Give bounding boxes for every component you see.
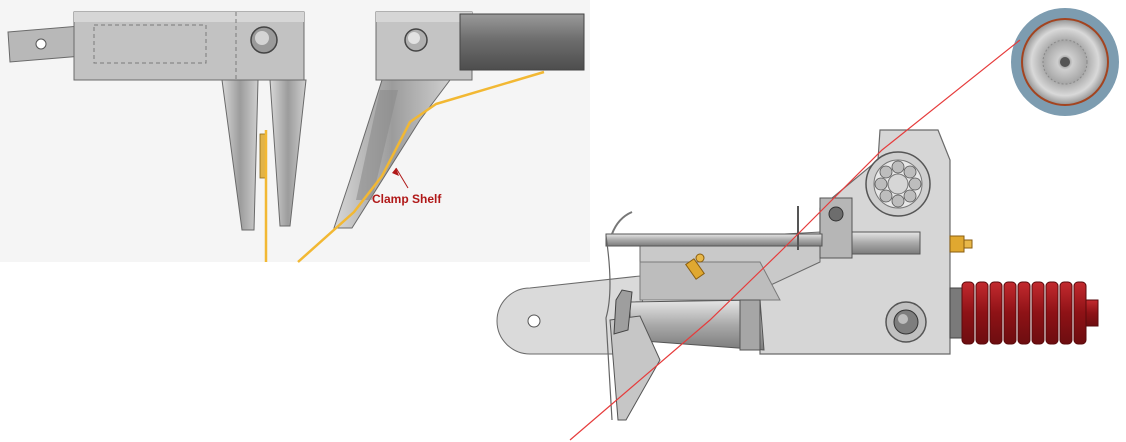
bearing-roller [879, 189, 893, 203]
link-arm [7, 25, 83, 63]
bellows-fold [1031, 281, 1045, 345]
bearing-roller [874, 177, 888, 191]
clamp-detail-panel: Clamp Shelf [0, 0, 590, 263]
clamp-shelf-label: Clamp Shelf [372, 192, 442, 206]
bellows-fold [1059, 281, 1073, 345]
tool-assembly [496, 8, 1119, 441]
base-arm-hole [527, 314, 541, 328]
clamp-shelf-callout: Clamp Shelf [372, 167, 442, 206]
base-arm [496, 275, 649, 355]
lower-blade [605, 235, 661, 421]
bearing-roller [903, 165, 917, 179]
left-clamp-jaws [221, 79, 307, 231]
adjust-screw [819, 197, 921, 259]
guide-rod [605, 206, 823, 250]
wire-icon [297, 70, 545, 263]
bearing-roller [879, 165, 893, 179]
roller-bearing-icon [865, 151, 931, 217]
brass-fitting-left [685, 253, 705, 280]
magnified-lens-icon [1011, 8, 1119, 116]
right-clamp-body [375, 11, 585, 81]
lower-cylinder [629, 299, 765, 351]
bellows-fold [1017, 281, 1031, 345]
bellows-fold [961, 281, 975, 345]
bearing-roller [891, 160, 905, 174]
bearing-roller [908, 177, 922, 191]
callout-arrow [395, 167, 409, 189]
laser-beam-icon [569, 39, 1021, 441]
bellows-fold [1045, 281, 1059, 345]
bellows-icon [949, 281, 1099, 345]
bellows-fold [975, 281, 989, 345]
bellows-fold [989, 281, 1003, 345]
housing-boss [885, 301, 927, 343]
bellows-fold [1073, 281, 1087, 345]
bellows-fold [1003, 281, 1017, 345]
drive-tube [459, 13, 585, 71]
left-clamp-body [73, 11, 305, 81]
bearing-roller [903, 189, 917, 203]
brass-fitting-right [949, 235, 973, 253]
bearing-roller [891, 194, 905, 208]
link-arm-pin-hole [35, 38, 47, 50]
